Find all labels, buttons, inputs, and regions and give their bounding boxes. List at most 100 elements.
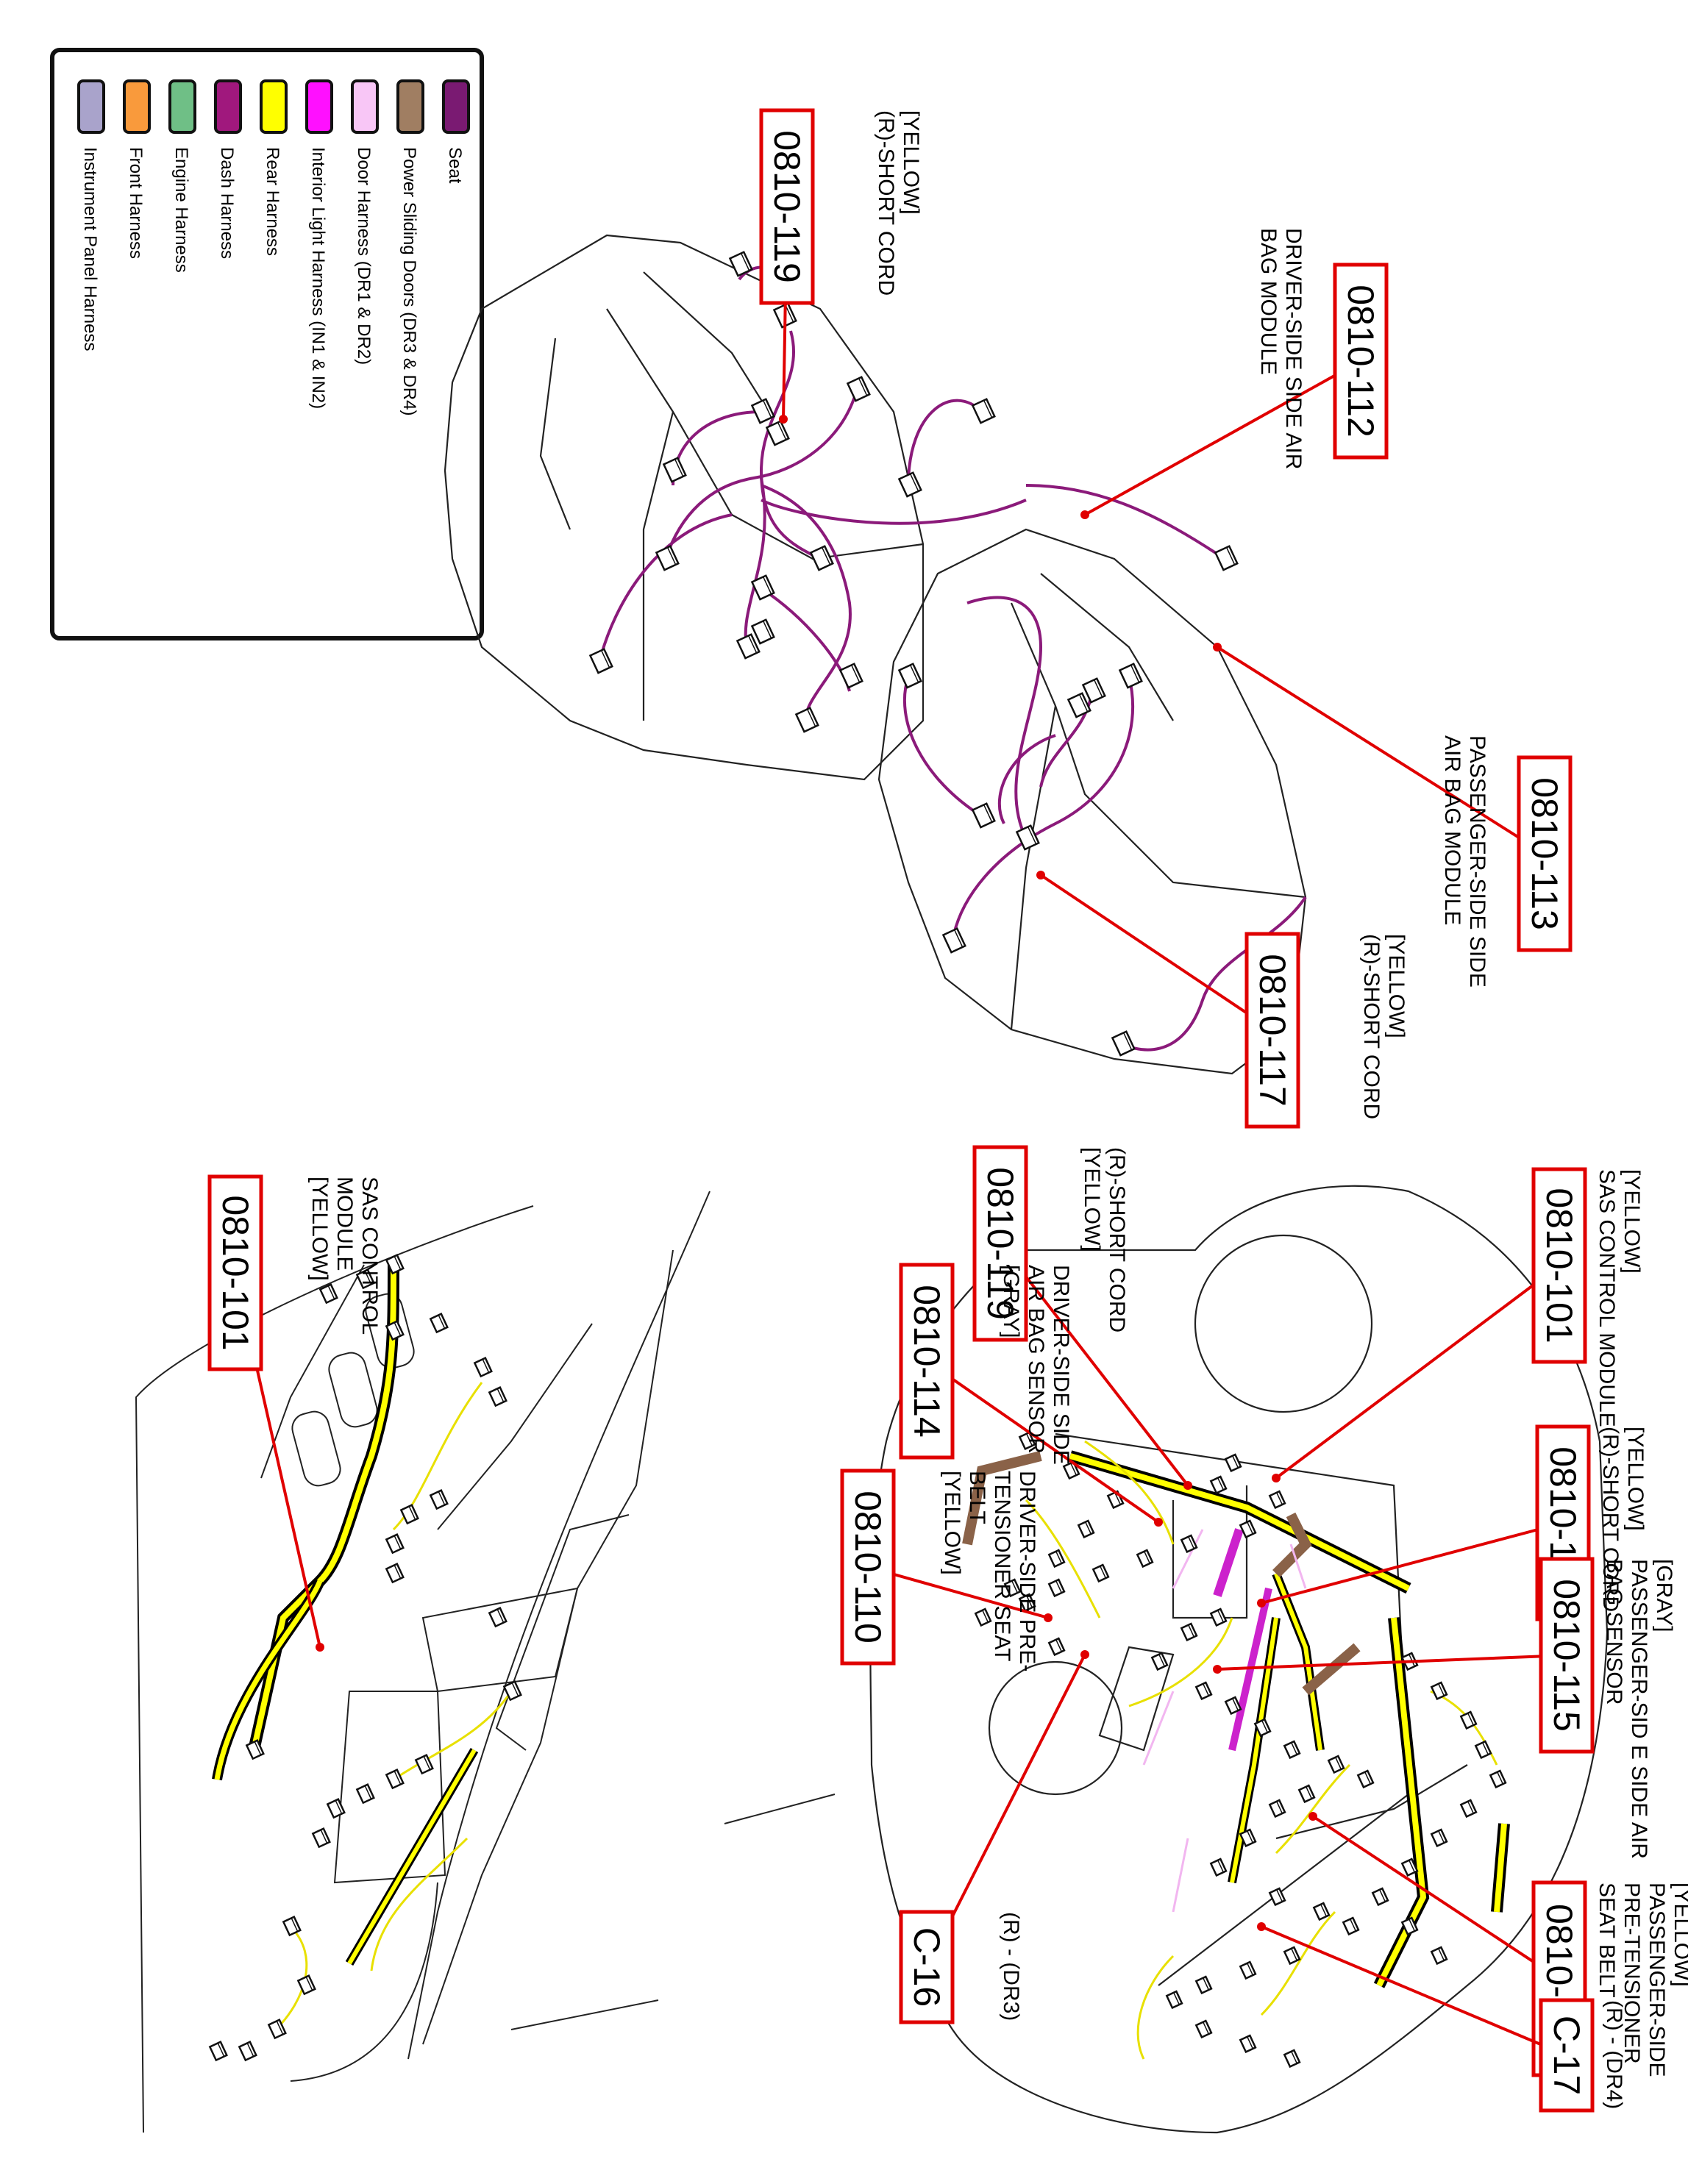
seat-drawing bbox=[444, 234, 1307, 1075]
connector bbox=[1268, 1490, 1286, 1510]
driver-seat-outline bbox=[444, 234, 925, 781]
legend-label: Dash Harness bbox=[217, 147, 237, 259]
legend-swatch bbox=[214, 79, 242, 134]
connector bbox=[1136, 1549, 1154, 1569]
callout-label: PRE-TENSIONER bbox=[1620, 1883, 1644, 2064]
branch-wires bbox=[274, 1382, 513, 2031]
callout-label: (R) - (DR4) bbox=[1602, 2000, 1626, 2109]
connector bbox=[326, 1798, 346, 1819]
harness-branch bbox=[214, 1580, 323, 1780]
interior-light-harness bbox=[1213, 1528, 1244, 1597]
connector bbox=[728, 251, 753, 277]
callout-label: [GRAY] bbox=[999, 1265, 1023, 1338]
connector bbox=[502, 1680, 522, 1702]
connector bbox=[1015, 824, 1040, 851]
callout: 0810-115[GRAY]PASSENGER-SID E SIDE AIRBA… bbox=[1213, 1557, 1676, 1859]
connector bbox=[1081, 677, 1106, 704]
left-rail-bundle bbox=[1068, 1450, 1411, 1594]
dash-outline bbox=[407, 1191, 711, 2060]
connector bbox=[1312, 1902, 1331, 1921]
callout-label: [YELLOW] bbox=[307, 1177, 332, 1281]
connector bbox=[1430, 1828, 1448, 1848]
connector bbox=[385, 1769, 405, 1790]
callout: 0810-119(R)-SHORT CORD[YELLOW] bbox=[972, 1145, 1192, 1490]
floor-outline bbox=[135, 1205, 534, 2133]
connector bbox=[1003, 1578, 1022, 1598]
callout-target bbox=[1183, 1481, 1192, 1490]
dash-view bbox=[135, 1191, 836, 2133]
rear-bundle bbox=[1376, 1617, 1427, 1987]
callout-label: DRIVER-SIDE SIDE AIR bbox=[1281, 228, 1306, 469]
callout-code: C-17 bbox=[1546, 2016, 1587, 2095]
left-rail-bundle bbox=[1069, 1453, 1410, 1591]
legend-label: Door Harness (DR1 & DR2) bbox=[354, 147, 374, 365]
callout-target bbox=[1213, 1665, 1222, 1674]
connector bbox=[1194, 1681, 1213, 1701]
callout-code-box bbox=[1531, 1167, 1587, 1364]
callout-code: 0810-119 bbox=[766, 130, 808, 283]
callout-target bbox=[1257, 1599, 1266, 1607]
callout-label: (R)-SHORT CORD bbox=[1598, 1427, 1623, 1612]
callout-label: (R)-SHORT CORD bbox=[1359, 934, 1383, 1119]
legend-swatch bbox=[168, 79, 196, 134]
legend-item: Front Harness bbox=[123, 79, 151, 259]
callout-label: (R)-SHORT CORD bbox=[874, 110, 898, 296]
connector bbox=[1268, 1887, 1286, 1907]
callout-leader bbox=[1217, 1654, 1567, 1671]
connector bbox=[1239, 1828, 1257, 1848]
connector bbox=[473, 1357, 493, 1378]
connector bbox=[355, 1783, 375, 1805]
passenger-panel bbox=[290, 1882, 438, 2082]
legend-label: Front Harness bbox=[126, 147, 146, 259]
callout-label: [YELLOW] bbox=[940, 1471, 964, 1575]
legend-item: Power Sliding Doors (DR3 & DR4) bbox=[396, 79, 424, 415]
callout-label: DRIVER-SIDE PRE- bbox=[1015, 1471, 1039, 1671]
callout-label: [GRAY] bbox=[1652, 1559, 1676, 1632]
connector bbox=[238, 2041, 257, 2062]
legend-item: Instrument Panel Harness bbox=[77, 79, 105, 351]
connector bbox=[1342, 1916, 1360, 1936]
connector bbox=[971, 398, 996, 424]
pedal bbox=[328, 1352, 378, 1428]
connector bbox=[1047, 1578, 1066, 1598]
passenger-seat-cushion-line bbox=[1010, 705, 1057, 1030]
connector bbox=[1209, 1607, 1228, 1627]
connector bbox=[1430, 1946, 1448, 1966]
vehicle-connectors bbox=[974, 1431, 1507, 2069]
console-outline bbox=[1172, 1485, 1248, 1619]
connector bbox=[1459, 1710, 1478, 1730]
pedal bbox=[365, 1293, 415, 1369]
connector bbox=[1283, 2049, 1301, 2069]
legend-label: Engine Harness bbox=[171, 147, 191, 273]
connector bbox=[1239, 1519, 1257, 1539]
callout-code-box bbox=[1517, 755, 1573, 952]
connector bbox=[1194, 1975, 1213, 1995]
legend: Instrument Panel Harness Front Harness Eng… bbox=[50, 48, 484, 640]
connector bbox=[1371, 1887, 1389, 1907]
connector bbox=[1047, 1549, 1066, 1569]
callout-label: AIR BAG SENSOR bbox=[1024, 1265, 1048, 1454]
callout: 0810-101[YELLOW]SAS CONTROL MODULE bbox=[1272, 1167, 1644, 1482]
connector bbox=[1430, 1681, 1448, 1701]
rear-wheel-arch bbox=[988, 1660, 1123, 1796]
connector bbox=[1091, 1563, 1110, 1583]
connector bbox=[794, 707, 819, 733]
callout-target bbox=[1036, 871, 1045, 879]
callout-code-box bbox=[1539, 1998, 1595, 2113]
callout-target bbox=[1154, 1518, 1163, 1527]
passenger-seat-bolster bbox=[1040, 573, 1174, 721]
seat-wire bbox=[760, 587, 851, 692]
callout-code: 0810-115 bbox=[1546, 1579, 1587, 1732]
door-harness bbox=[1142, 1529, 1307, 1913]
callout-leader bbox=[1261, 1925, 1567, 2057]
rear-cross-bundle bbox=[1494, 1823, 1507, 1913]
callout: 0810-117[YELLOW](R)-SHORT CORD bbox=[1036, 871, 1409, 1129]
callout: C-17 (R) - (DR4) bbox=[1257, 1922, 1626, 2113]
sliding-door-harness bbox=[1272, 1512, 1312, 1577]
connector bbox=[282, 1916, 302, 1937]
